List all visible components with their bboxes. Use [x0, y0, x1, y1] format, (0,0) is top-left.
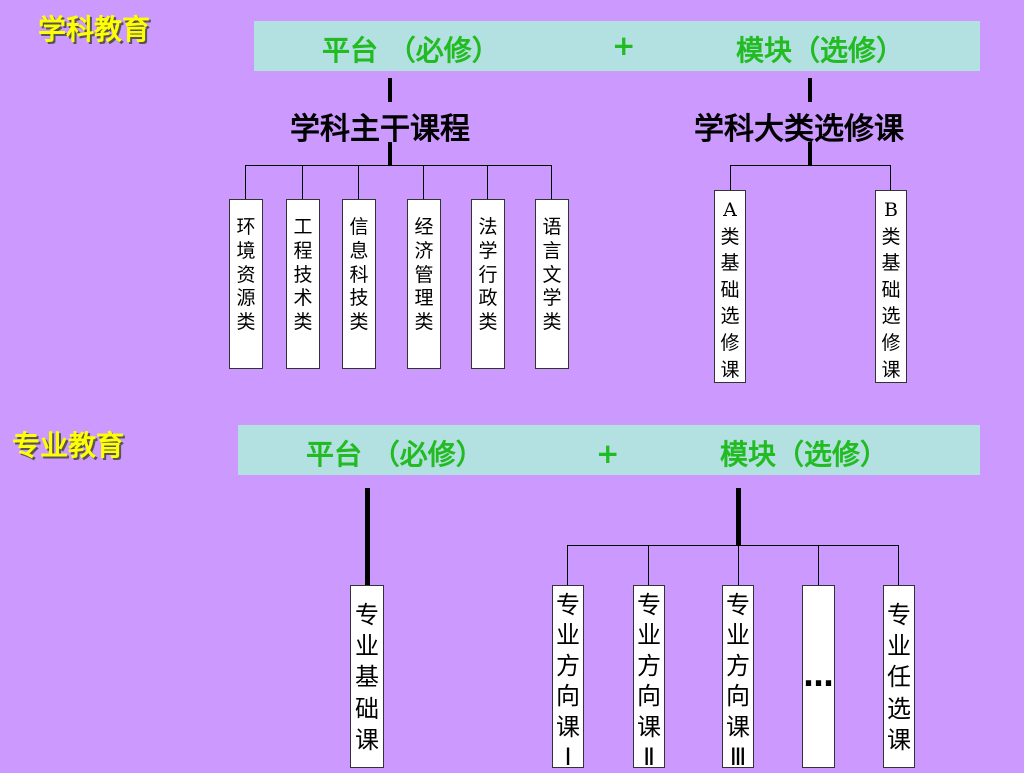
branch-line [358, 165, 359, 200]
module-elective-label: 模块（选修） [720, 438, 889, 471]
major-banner: 平台 （必修） + 模块（选修） [238, 425, 980, 475]
branch-line [738, 545, 739, 586]
branch-line [898, 545, 899, 586]
major-foundation-box: 专 业 基 础 课 [350, 585, 384, 768]
branch-line [730, 165, 731, 191]
connector-line [388, 78, 392, 102]
major-direction-box: 专 业 方 向 课 Ⅱ [633, 585, 665, 771]
connector-line [736, 488, 741, 546]
core-courses-label: 学科主干课程 [290, 112, 470, 147]
platform-required-label: 平台 （必修） [306, 438, 484, 471]
plus-sign: + [612, 29, 636, 62]
connector-line [365, 488, 370, 586]
branch-line [245, 165, 246, 200]
connector-line [808, 142, 812, 166]
connector-line [388, 142, 392, 166]
core-category-box: 信 息 科 技 类 [342, 199, 376, 369]
discipline-banner: 平台 （必修） + 模块（选修） [254, 21, 980, 71]
branch-line [730, 165, 891, 166]
major-optional-box: 专 业 任 选 课 [883, 585, 915, 768]
elective-courses-label: 学科大类选修课 [694, 112, 904, 147]
connector-line [808, 78, 812, 102]
discipline-education-title: 学科教育 [38, 13, 151, 46]
major-direction-box: 专 业 方 向 课 Ⅰ [552, 585, 584, 771]
elective-a-box: A 类 基 础 选 修 课 [714, 190, 746, 383]
platform-required-label: 平台 （必修） [322, 34, 500, 67]
core-category-box: 语 言 文 学 类 [535, 199, 569, 369]
elective-b-box: B 类 基 础 选 修 课 [875, 190, 907, 383]
branch-line [302, 165, 303, 200]
core-category-box: 法 学 行 政 类 [471, 199, 505, 369]
branch-line [818, 545, 819, 586]
branch-line [423, 165, 424, 200]
core-category-box: 工 程 技 术 类 [286, 199, 320, 369]
branch-line [567, 545, 899, 546]
branch-line [487, 165, 488, 200]
ellipsis-box: … [802, 585, 835, 768]
plus-sign: + [596, 437, 620, 470]
branch-line [567, 545, 568, 586]
module-elective-label: 模块（选修） [736, 34, 905, 67]
core-category-box: 环 境 资 源 类 [229, 199, 263, 369]
branch-line [890, 165, 891, 191]
branch-line [245, 165, 552, 166]
major-education-title: 专业教育 [12, 429, 125, 462]
branch-line [551, 165, 552, 200]
major-direction-box: 专 业 方 向 课 Ⅲ [722, 585, 754, 771]
branch-line [648, 545, 649, 586]
core-category-box: 经 济 管 理 类 [407, 199, 441, 369]
